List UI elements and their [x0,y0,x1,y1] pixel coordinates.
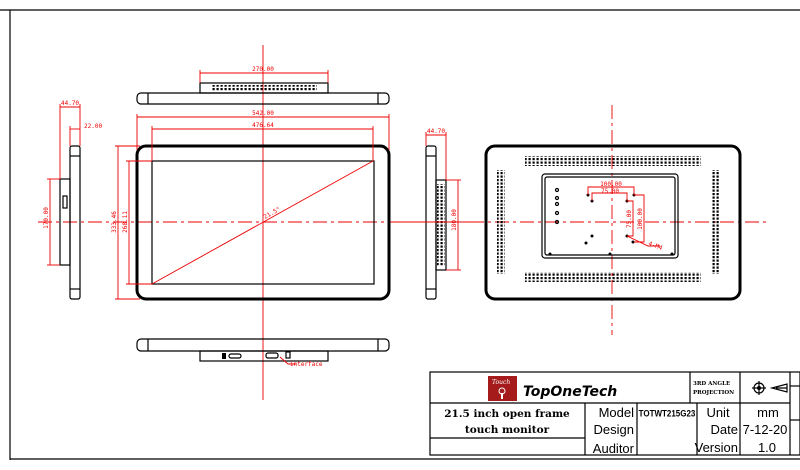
vent-grid [437,184,445,266]
dim-left-box-height: 170.00 [43,207,50,229]
logo-badge-text: Touch [492,379,510,386]
date-label: Date [711,422,738,437]
dim-right-box-height: 180.00 [451,209,458,231]
vent-grid [712,170,720,274]
dim-top-back-width: 270.00 [252,66,274,73]
dim-vesa-inner-vertical: 75.00 [626,210,633,228]
vent-grid [525,156,701,166]
dim-active-width: 476.64 [252,122,274,129]
vent-grid [497,170,505,274]
vent-grid [525,272,701,282]
projection-symbol-icon [752,381,788,395]
dim-vesa-outer-vertical: 100.00 [637,208,644,230]
dim-left-bezel-depth: 22.00 [84,123,102,130]
auditor-label: Auditor [593,441,635,456]
dim-overall-height: 333.46 [111,211,118,233]
version-value: 1.0 [758,440,776,455]
version-label: Version [695,440,738,455]
vent-grid [211,85,317,91]
date-value: 7-12-20 [743,422,788,437]
dim-active-height: 268.11 [122,211,129,233]
projection-line2: PROJECTION [693,390,734,396]
dim-vesa-outer: 100.00 [600,181,622,188]
dim-vesa-inner: 75.00 [601,188,619,195]
front-view: 21.5" 542.00 476.64 333.46 268.11 [38,110,402,301]
company-logo: Touch [488,376,517,401]
interface-label: interface [290,361,323,368]
dim-right-depth: 44.70 [427,128,445,135]
company-name: TopOneTech [523,384,617,400]
projection-line1: 3RD ANGLE [693,381,730,387]
model-value: TOTWT215G23 [639,408,696,419]
left-side-view: 44.70 22.00 170.00 [43,100,102,300]
drawing-frame [0,9,800,460]
title-block: Touch TopOneTech 3RD ANGLE PROJECTION 21… [429,371,800,456]
design-label: Design [594,422,634,437]
dim-diagonal: 21.5" [263,206,282,221]
dim-screw-spec: 4-M4 [647,240,663,252]
right-side-view: 44.70 180.00 [402,128,470,300]
model-label: Model [599,405,635,420]
description-line2: touch monitor [465,424,550,436]
dim-left-depth: 44.70 [61,100,79,107]
dim-overall-width: 542.00 [252,110,274,117]
bottom-view: interface [136,338,390,368]
back-view: 100.00 75.00 100.00 75.00 4-M4 [470,105,770,335]
description-line1: 21.5 inch open frame [444,408,570,420]
unit-label: Unit [706,405,730,420]
unit-value: mm [757,405,779,420]
